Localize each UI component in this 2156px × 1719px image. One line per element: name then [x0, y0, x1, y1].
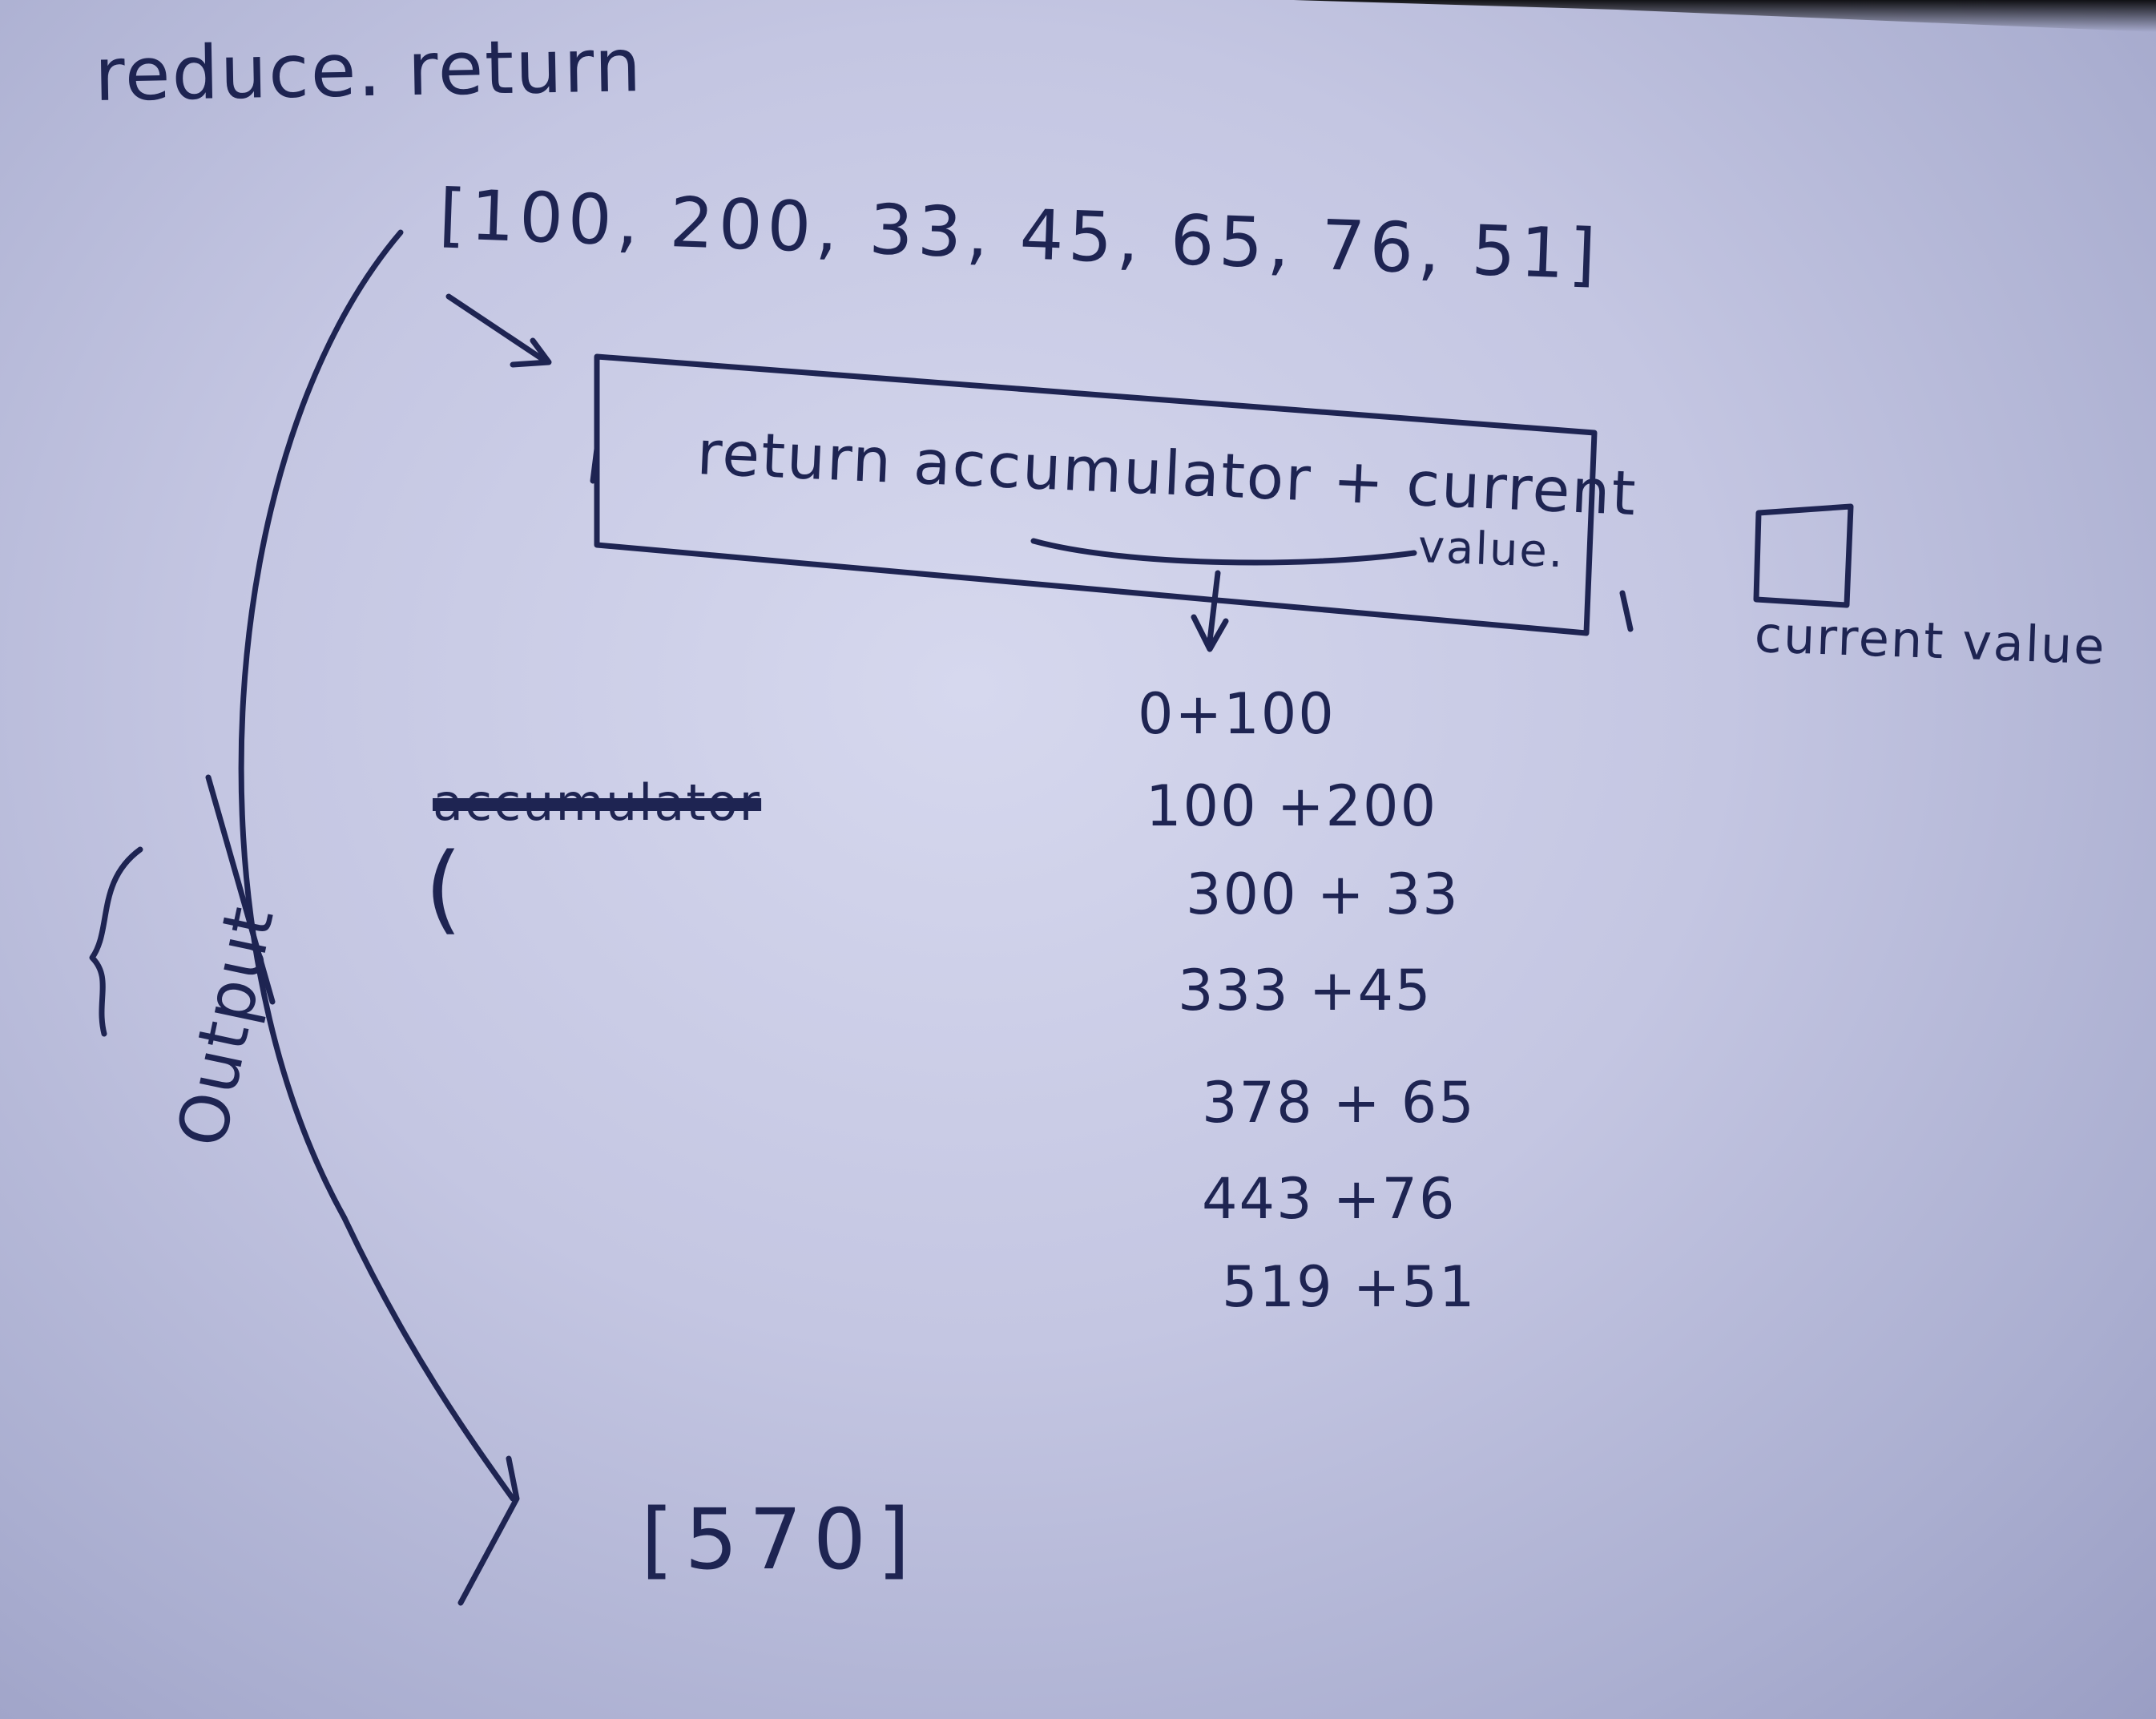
box-return-expression-cont: value.: [1417, 521, 1566, 579]
step-2: 100 +200: [1146, 773, 1438, 839]
output-slash: [205, 774, 276, 1005]
current-value-square: [1753, 503, 1854, 608]
result-output: [570]: [641, 1491, 921, 1588]
open-paren: (: [425, 833, 464, 945]
step-6: 443 +76: [1202, 1166, 1457, 1232]
down-arrow: [1207, 570, 1221, 644]
step-7: 519 +51: [1222, 1254, 1477, 1320]
array-arrow-head: [510, 337, 552, 368]
page-title: reduce. return: [94, 22, 643, 118]
accumulator-label-struck: accumulator: [433, 773, 762, 832]
box-left-tick: [590, 446, 600, 484]
step-3: 300 + 33: [1186, 862, 1460, 927]
down-arrow-head: [1191, 614, 1229, 652]
underline-brace: [1030, 538, 1417, 566]
return-box: [594, 353, 1598, 636]
step-4: 333 +45: [1178, 958, 1433, 1023]
output-arc: [238, 229, 516, 1502]
box-right-tick: [1619, 590, 1634, 632]
step-1: 0+100: [1138, 681, 1336, 747]
output-arc-arrowhead: [457, 1455, 520, 1606]
output-brace: [89, 846, 143, 1037]
array-arrow: [445, 293, 548, 364]
step-5: 378 + 65: [1202, 1070, 1476, 1136]
current-value-label: current value: [1753, 605, 2107, 676]
